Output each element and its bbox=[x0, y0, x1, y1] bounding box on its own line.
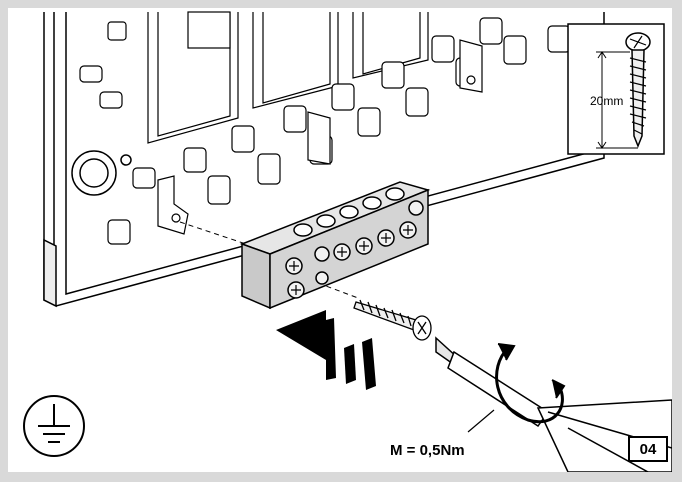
housing-compartments bbox=[147, 11, 429, 144]
screw bbox=[353, 299, 432, 341]
housing-knob bbox=[71, 150, 132, 196]
instruction-panel: 20mm M = 0,5Nm 04 bbox=[8, 8, 672, 472]
step-number-badge: 04 bbox=[628, 436, 668, 462]
insertion-arrow-icon bbox=[276, 310, 376, 390]
screw-length-label: 20mm bbox=[590, 94, 624, 108]
rotation-arrow-icon bbox=[495, 343, 566, 424]
ground-symbol-icon bbox=[23, 395, 85, 457]
ground-tabs bbox=[157, 39, 483, 235]
terminal-block bbox=[239, 181, 431, 310]
torque-label: M = 0,5Nm bbox=[390, 442, 465, 459]
housing-clips bbox=[79, 17, 571, 245]
installation-illustration bbox=[23, 11, 672, 472]
screw-detail-icon bbox=[567, 23, 665, 155]
